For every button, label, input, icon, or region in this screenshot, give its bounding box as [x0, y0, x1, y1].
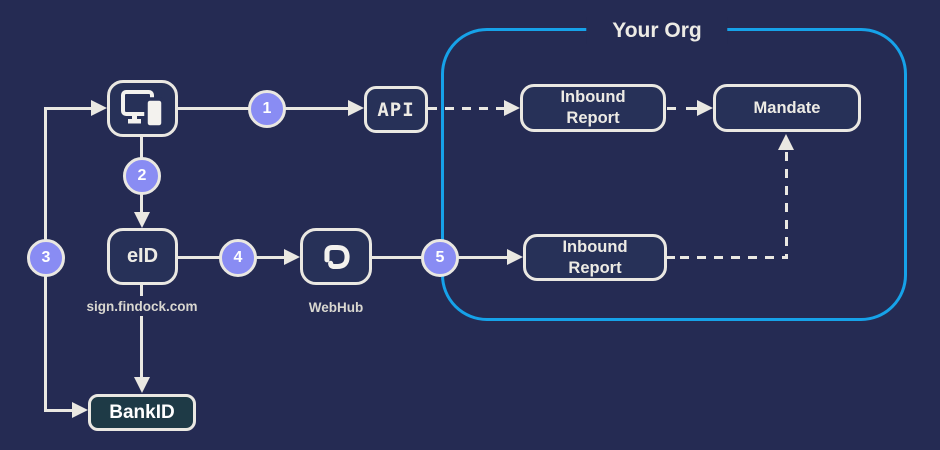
arrowhead-into-device [91, 100, 107, 116]
step-circle-4: 4 [219, 239, 257, 277]
arrowhead-into-mandate-bottom [778, 134, 794, 150]
step-circle-1: 1 [248, 90, 286, 128]
your-org-title: Your Org [586, 17, 728, 44]
webhub-caption: WebHub [308, 300, 364, 315]
devices-icon [120, 89, 165, 129]
connector-inbound2-dashed-h [680, 256, 788, 259]
your-org-container: Your Org [441, 17, 907, 321]
connector-inbound2-stub [667, 256, 675, 259]
connector-eid-bottom-stub [140, 285, 143, 296]
arrowhead-into-bankid-top [134, 377, 150, 393]
step-circle-3: 3 [27, 239, 65, 277]
arrowhead-into-inbound-top [504, 100, 520, 116]
arrowhead-into-inbound-bottom [507, 249, 523, 265]
findock-logo-icon [324, 244, 350, 269]
inbound-report-bottom-node: Inbound Report [523, 234, 667, 281]
inbound-report-top-node: Inbound Report [520, 84, 666, 132]
device-node [107, 80, 178, 137]
arrowhead-into-webhub [284, 249, 300, 265]
connector-inbound-mandate-stub [667, 107, 676, 110]
arrowhead-into-eid [134, 212, 150, 228]
connector-inbound2-dashed-v [785, 152, 788, 258]
connector-eid-bankid [140, 316, 143, 378]
arrowhead-into-bankid-left [72, 402, 88, 418]
webhub-node [300, 228, 372, 285]
connector-left-top [44, 107, 94, 110]
bankid-node: BankID [88, 394, 196, 431]
arrowhead-into-api [348, 100, 364, 116]
connector-inbound-mandate [686, 107, 699, 110]
step-circle-5: 5 [421, 239, 459, 277]
eid-caption: sign.findock.com [86, 299, 198, 314]
mandate-node: Mandate [713, 84, 861, 132]
api-node: API [364, 86, 428, 133]
connector-api-inbound-dashed [428, 107, 506, 110]
connector-left-bottom [44, 409, 76, 412]
arrowhead-into-mandate-left [697, 100, 713, 116]
step-circle-2: 2 [123, 157, 161, 195]
eid-node: eID [107, 228, 178, 285]
